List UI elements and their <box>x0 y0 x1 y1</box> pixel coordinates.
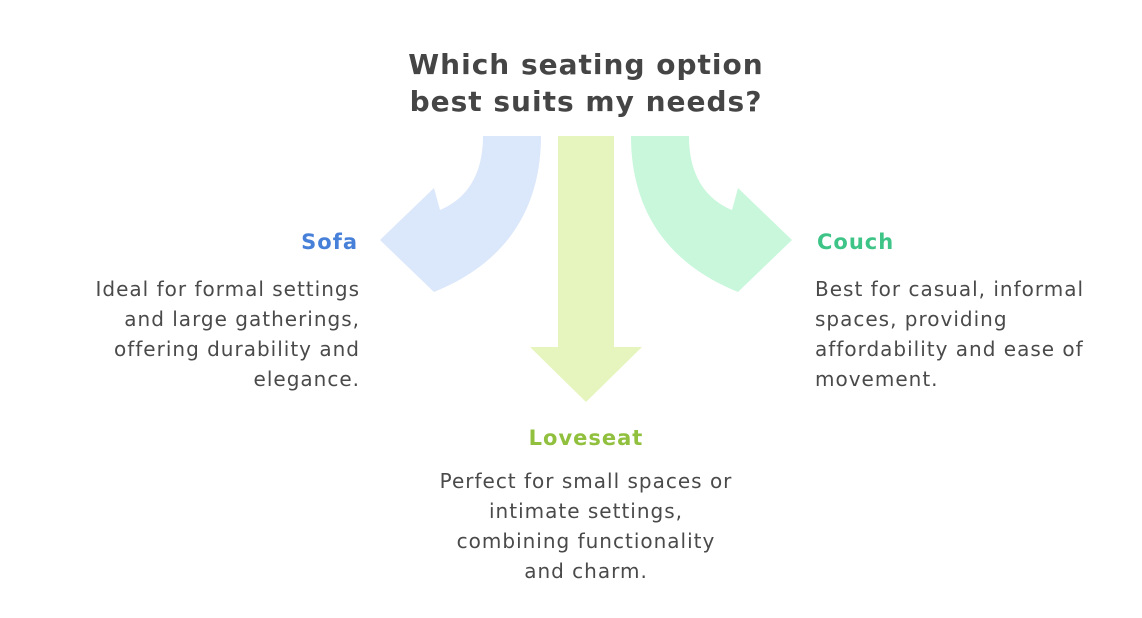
sofa-curved-arrow-icon <box>380 136 541 292</box>
loveseat-option-description: Perfect for small spaces or intimate set… <box>439 469 733 583</box>
couch-curved-arrow-icon <box>631 136 792 292</box>
couch-option-description: Best for casual, informal spaces, provid… <box>815 277 1085 391</box>
diagram-title-line2: best suits my needs? <box>409 85 763 118</box>
loveseat-option-label: Loveseat <box>528 426 644 450</box>
sofa-option-description: Ideal for formal settings and large gath… <box>95 277 360 391</box>
diagram-title-line1: Which seating option <box>408 48 764 81</box>
diagram-title: Which seating option best suits my needs… <box>286 46 886 120</box>
loveseat-straight-arrow-icon <box>530 136 642 402</box>
sofa-option-label: Sofa <box>301 230 358 254</box>
couch-option-label: Couch <box>817 230 895 254</box>
